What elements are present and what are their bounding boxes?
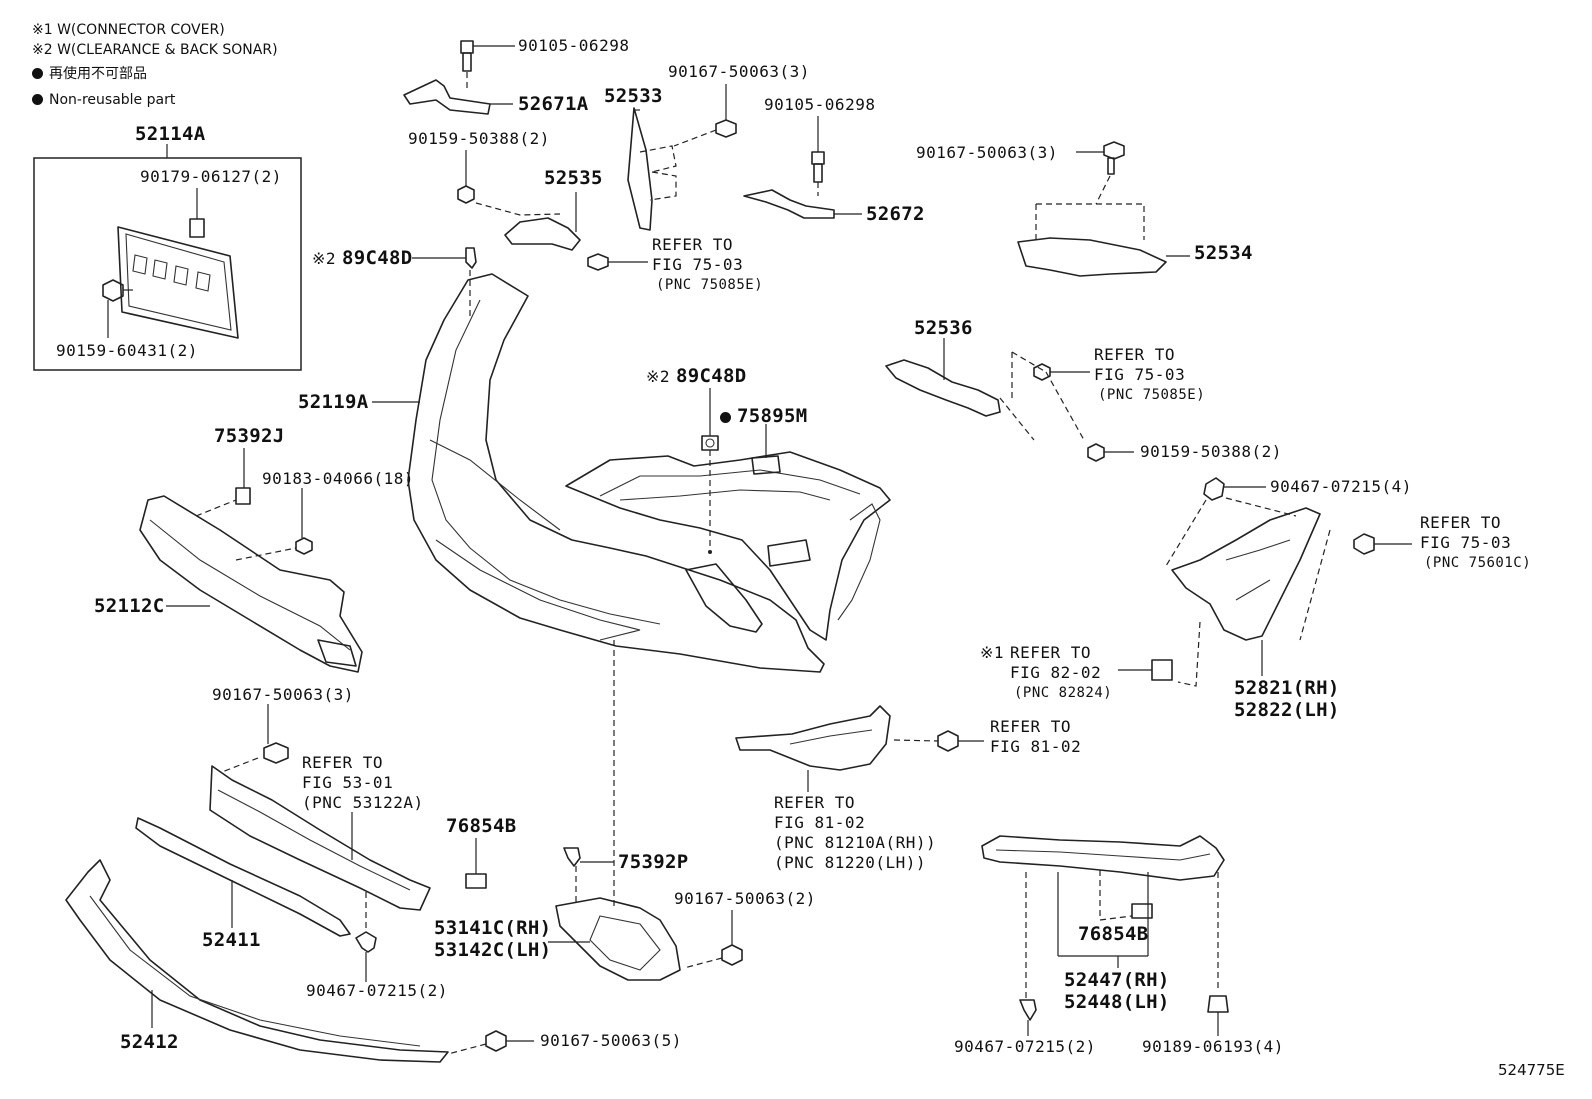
right-bracket-52536-group: [885, 338, 1134, 462]
absorber-52112C-group: [139, 448, 363, 673]
part-label-75392P: 75392P: [618, 851, 689, 873]
part-label-89C48D-center: 89C48D: [676, 365, 747, 387]
legend-non-reusable-jp-text: 再使用不可部品: [49, 66, 147, 82]
fog-lamp-group: [735, 705, 984, 792]
legend-note-connector-cover: ※1 W(CONNECTOR COVER): [32, 22, 225, 38]
refer-81-02-a-line1: REFER TO: [990, 717, 1072, 736]
part-label-90467-07215-bottom: 90467-07215(2): [954, 1037, 1096, 1056]
diagram-id: 524775E: [1498, 1061, 1565, 1079]
part-label-90167-50063-bottom: 90167-50063(5): [540, 1031, 682, 1050]
legend-non-reusable-jp: 再使用不可部品: [32, 66, 147, 82]
refer-75-03-c-line2: FIG 75-03: [1420, 533, 1512, 552]
part-label-52821-rh: 52821(RH): [1234, 677, 1340, 699]
part-label-75895M: 75895M: [720, 406, 807, 427]
part-label-76854B-right: 76854B: [1078, 923, 1149, 945]
refer-53-01-line1: REFER TO: [302, 753, 384, 772]
part-label-52533: 52533: [604, 85, 663, 107]
refer-81-02-b-line2: FIG 81-02: [774, 813, 866, 832]
part-label-90159-50388-top: 90159-50388(2): [408, 129, 550, 148]
refer-82-02-line3: (PNC 82824): [1014, 685, 1113, 701]
refer-75-03-b-line2: FIG 75-03: [1094, 365, 1186, 384]
part-label-53142C-lh: 53142C(LH): [434, 939, 552, 961]
non-reusable-dot-icon: [32, 94, 43, 105]
refer-82-02-mark: ※1: [980, 643, 1005, 662]
lower-molding-52447-group: [981, 835, 1229, 1036]
legend-note-back-sonar: ※2 W(CLEARANCE & BACK SONAR): [32, 42, 278, 58]
part-label-90467-07215-right: 90467-07215(4): [1270, 477, 1412, 496]
part-label-90167-50063-left: 90167-50063(3): [212, 685, 354, 704]
part-label-90159-60431: 90159-60431(2): [56, 341, 198, 360]
side-retainer-52821-group: [1118, 477, 1412, 687]
part-label-90189-06193: 90189-06193(4): [1142, 1037, 1284, 1056]
part-label-90179-06127: 90179-06127(2): [140, 167, 282, 186]
part-label-52822-lh: 52822(LH): [1234, 699, 1340, 721]
part-label-89C48D-center-mark: ※2: [646, 367, 671, 386]
refer-75-03-b-line1: REFER TO: [1094, 345, 1176, 364]
part-label-52448-lh: 52448(LH): [1064, 991, 1170, 1013]
refer-82-02-line2: FIG 82-02: [1010, 663, 1102, 682]
refer-75-03-b-line3: (PNC 75085E): [1098, 387, 1206, 403]
refer-75-03-a-line1: REFER TO: [652, 235, 734, 254]
refer-82-02-line1: REFER TO: [1010, 643, 1092, 662]
part-label-52672: 52672: [866, 203, 925, 225]
part-label-90105-06298-mid: 90105-06298: [764, 95, 876, 114]
part-label-52534: 52534: [1194, 242, 1253, 264]
license-plate-bracket-group: [33, 144, 302, 371]
part-label-52535: 52535: [544, 167, 603, 189]
part-label-90167-50063-lower: 90167-50063(2): [674, 889, 816, 908]
part-label-52671A: 52671A: [518, 93, 589, 115]
part-label-52412: 52412: [120, 1031, 179, 1053]
part-label-52119A: 52119A: [298, 391, 369, 413]
bumper-cover-group: [372, 247, 891, 673]
part-label-90183-04066: 90183-04066(18): [262, 469, 414, 488]
refer-81-02-a-line2: FIG 81-02: [990, 737, 1082, 756]
upper-brackets-group: [403, 40, 1190, 277]
legend-non-reusable-en: Non-reusable part: [32, 92, 175, 108]
part-label-75392J: 75392J: [214, 425, 285, 447]
refer-75-03-c-line3: (PNC 75601C): [1424, 555, 1532, 571]
part-label-76854B-left: 76854B: [446, 815, 517, 837]
part-label-75895M-text: 75895M: [737, 405, 808, 427]
legend-non-reusable-en-text: Non-reusable part: [49, 92, 176, 108]
part-label-52536: 52536: [914, 317, 973, 339]
part-label-53141C-rh: 53141C(RH): [434, 917, 552, 939]
part-label-52114A: 52114A: [135, 123, 206, 145]
fog-cover-53141C-group: [548, 640, 743, 981]
part-label-90467-07215-left: 90467-07215(2): [306, 981, 448, 1000]
refer-81-02-b-line3: (PNC 81210A(RH)): [774, 833, 937, 852]
non-reusable-dot-icon: [32, 68, 43, 79]
part-label-89C48D-top: 89C48D: [342, 247, 413, 269]
refer-75-03-c-line1: REFER TO: [1420, 513, 1502, 532]
part-label-52411: 52411: [202, 929, 261, 951]
part-label-52447-rh: 52447(RH): [1064, 969, 1170, 991]
refer-75-03-a-line3: (PNC 75085E): [656, 277, 764, 293]
part-label-90167-50063-top: 90167-50063(3): [668, 62, 810, 81]
part-label-89C48D-top-mark: ※2: [312, 249, 337, 268]
refer-53-01-line3: (PNC 53122A): [302, 793, 424, 812]
refer-53-01-line2: FIG 53-01: [302, 773, 394, 792]
refer-75-03-a-line2: FIG 75-03: [652, 255, 744, 274]
part-label-90105-06298-top: 90105-06298: [518, 36, 630, 55]
refer-81-02-b-line1: REFER TO: [774, 793, 856, 812]
part-label-90159-50388-right: 90159-50388(2): [1140, 442, 1282, 461]
non-reusable-dot-icon: [720, 412, 731, 423]
lower-grille-group: [65, 704, 534, 1063]
part-label-52112C: 52112C: [94, 595, 165, 617]
refer-81-02-b-line4: (PNC 81220(LH)): [774, 853, 926, 872]
part-label-90167-50063-right: 90167-50063(3): [916, 143, 1058, 162]
